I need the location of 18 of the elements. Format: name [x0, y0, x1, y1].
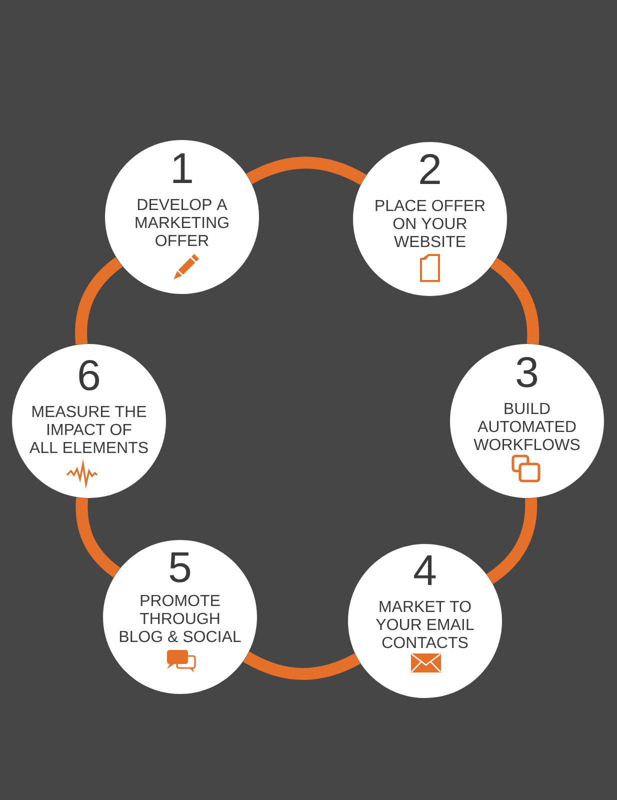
step-circle: [103, 540, 257, 694]
step-text: MEASURE THE IMPACT OF ALL ELEMENTS: [29, 406, 148, 454]
step-text: PLACE OFFER ON YOUR WEBSITE: [376, 200, 485, 248]
step-number: 1: [173, 153, 192, 183]
step-number: 5: [170, 552, 190, 582]
step-circle: [450, 344, 604, 498]
step-text: DEVELOP A MARKETING OFFER: [136, 198, 228, 246]
step-number: 3: [516, 356, 538, 388]
step-text: PROMOTE THROUGH BLOG & SOCIAL: [120, 594, 241, 642]
step-text: MARKET TO YOUR EMAIL CONTACTS: [376, 600, 474, 648]
step-circle: [353, 142, 507, 296]
step-text: BUILD AUTOMATED WORKFLOWS: [474, 403, 580, 450]
step-circle: [348, 544, 502, 698]
step-number: 2: [420, 154, 440, 184]
step-number: 4: [414, 555, 436, 585]
step-circle: [105, 140, 259, 294]
step-number: 6: [79, 360, 100, 390]
step-circle: [12, 344, 166, 498]
